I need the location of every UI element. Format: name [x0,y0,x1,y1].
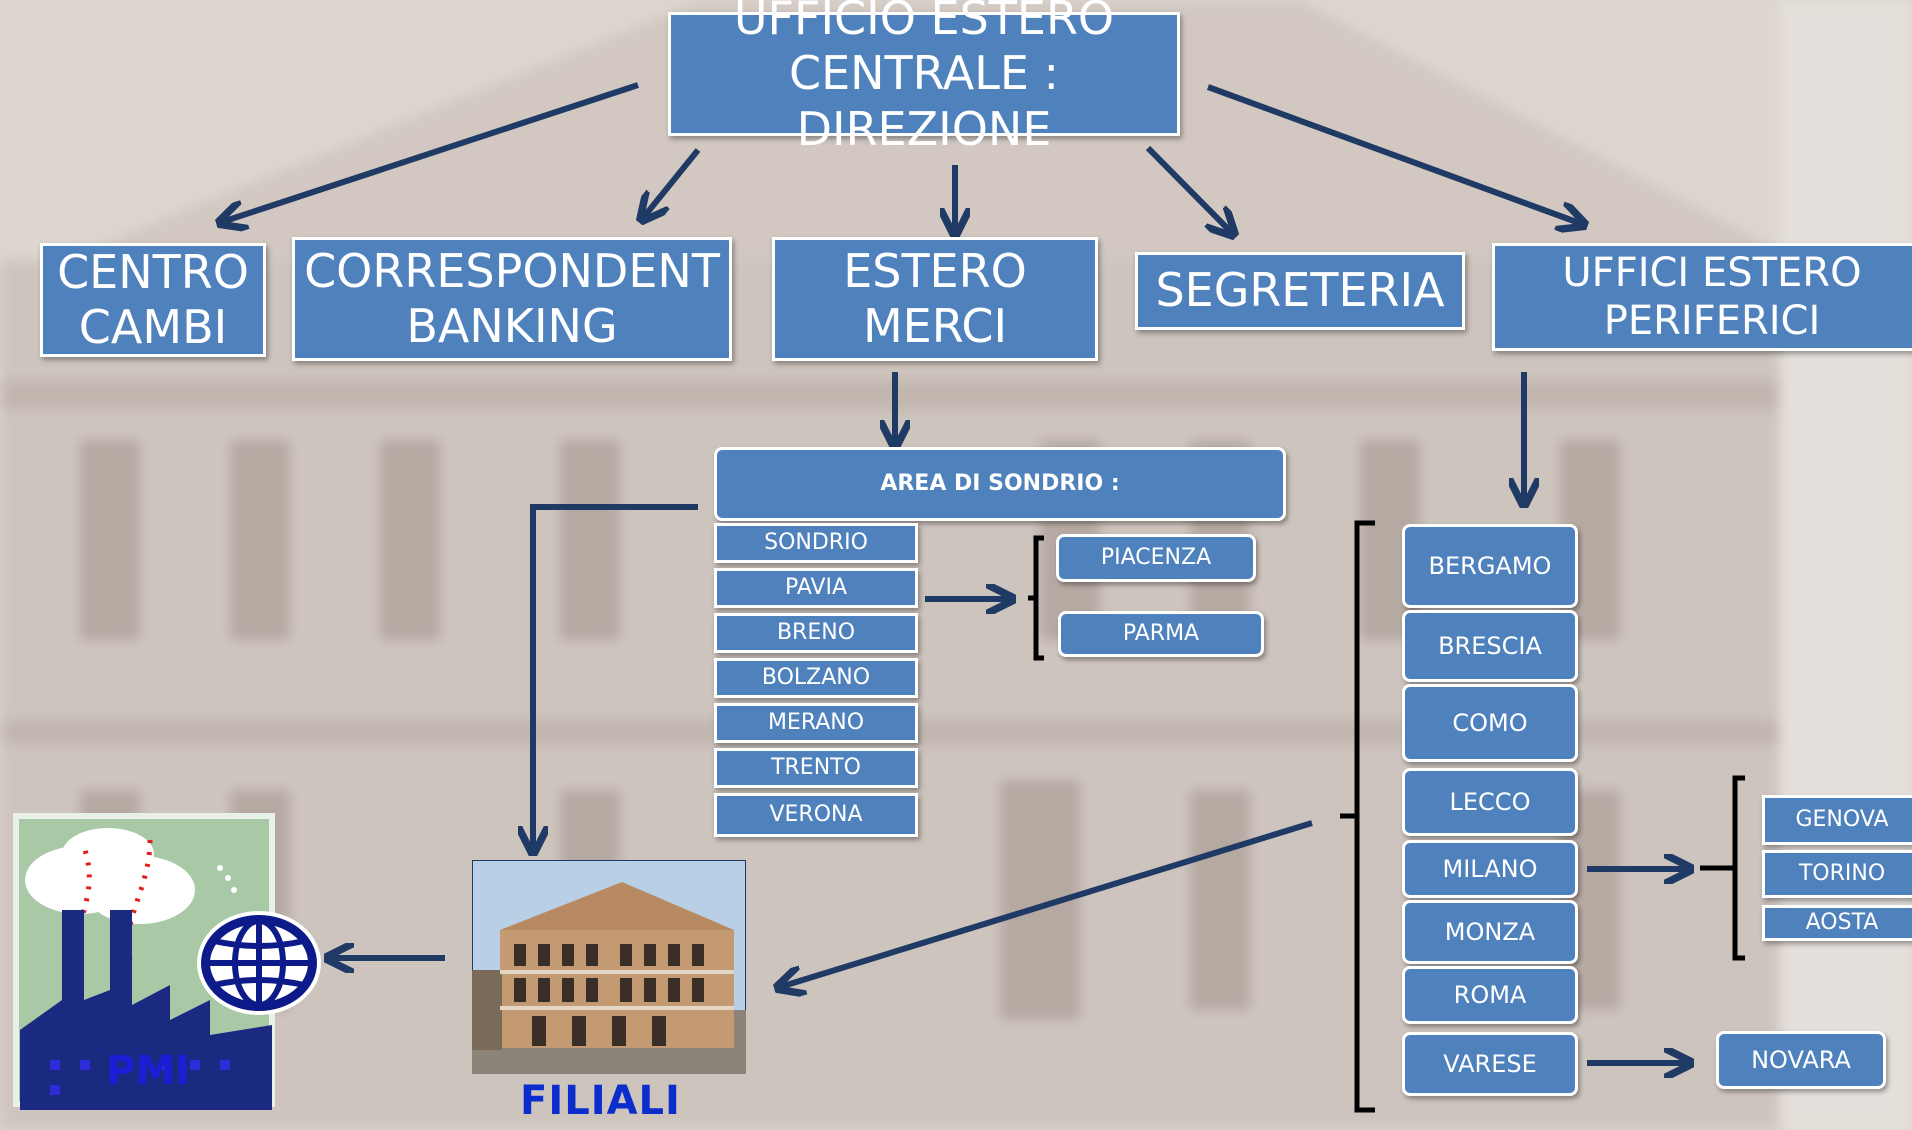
pmi-label: PMI [106,1048,191,1094]
box-correspondent-banking: CORRESPONDENT BANKING [292,237,732,361]
filiali-building-image [472,860,746,1074]
box-aosta: AOSTA [1762,905,1912,941]
area-city-breno: BRENO [714,613,918,653]
periph-city-como: COMO [1402,684,1578,762]
box-torino: TORINO [1762,850,1912,898]
box-genova: GENOVA [1762,795,1912,845]
filiali-label: FILIALI [520,1078,681,1124]
globe-icon [197,911,321,1015]
box-piacenza: PIACENZA [1056,534,1256,582]
area-city-sondrio: SONDRIO [714,523,918,563]
box-ufficio-estero-centrale: UFFICIO ESTERO CENTRALE : DIREZIONE [668,0,1180,156]
box-novara: NOVARA [1716,1031,1886,1089]
periph-city-brescia: BRESCIA [1402,610,1578,682]
area-city-bolzano: BOLZANO [714,658,918,698]
area-city-trento: TRENTO [714,748,918,788]
box-segreteria: SEGRETERIA [1135,252,1465,330]
area-city-verona: VERONA [714,793,918,837]
box-centro-cambi: CENTRO CAMBI [40,243,266,357]
periph-city-bergamo: BERGAMO [1402,524,1578,608]
box-parma: PARMA [1058,611,1264,657]
periph-city-lecco: LECCO [1402,768,1578,836]
area-sondrio-header: AREA DI SONDRIO : [714,447,1286,521]
area-city-merano: MERANO [714,703,918,743]
area-city-pavia: PAVIA [714,568,918,608]
periph-city-milano: MILANO [1402,840,1578,898]
periph-city-monza: MONZA [1402,900,1578,964]
box-uffici-estero-periferici: UFFICI ESTERO PERIFERICI [1492,243,1912,351]
periph-city-roma: ROMA [1402,966,1578,1024]
periph-city-varese: VARESE [1402,1032,1578,1096]
box-estero-merci: ESTERO MERCI [772,237,1098,361]
